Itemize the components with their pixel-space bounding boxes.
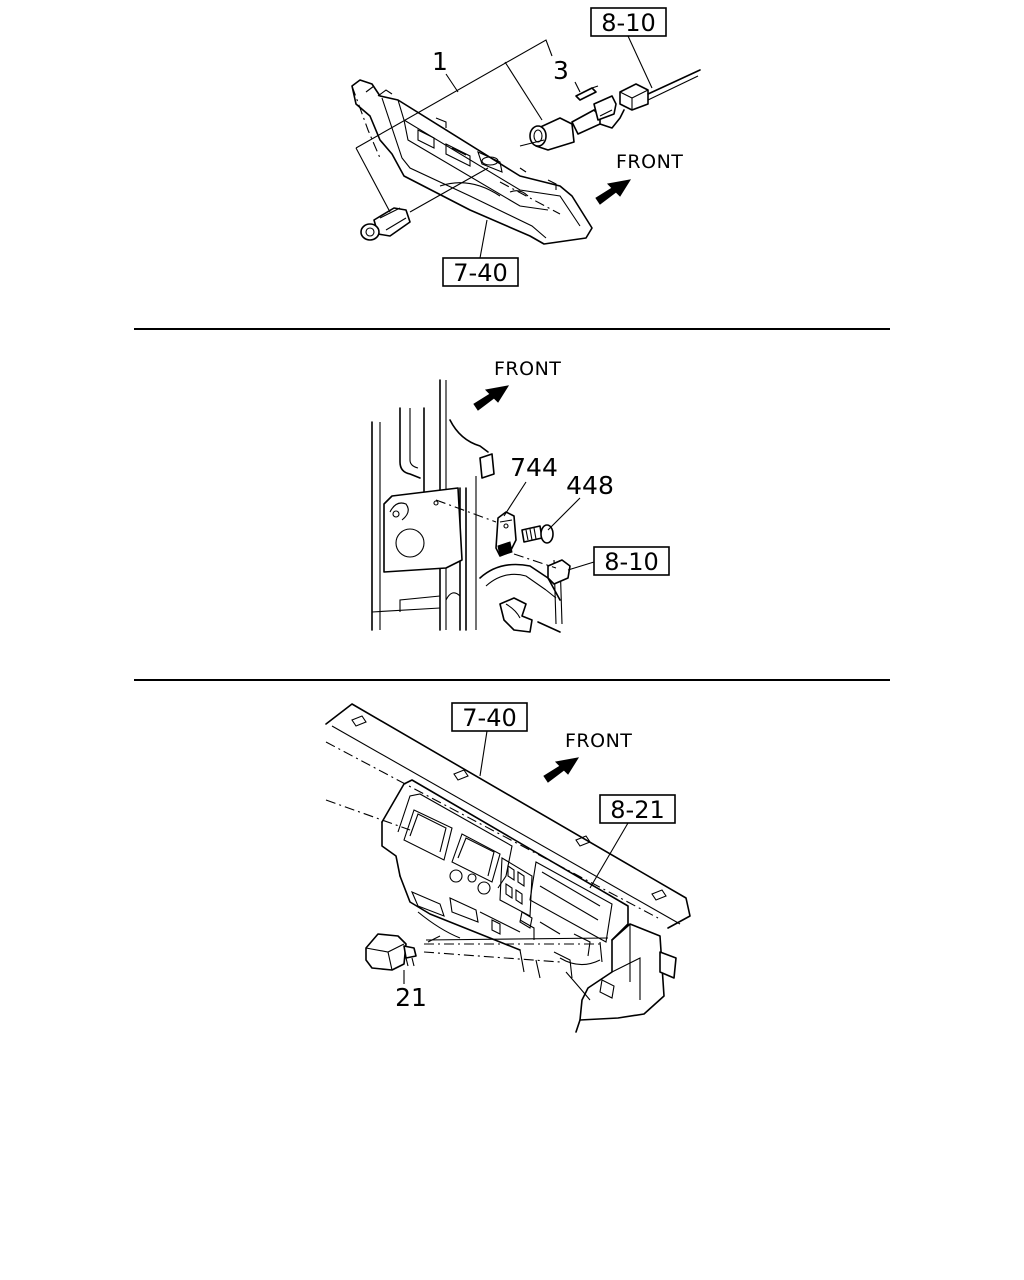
callout-number: 21: [395, 983, 427, 1012]
cigar-lighter-knob-drawing: [360, 207, 411, 241]
reference-label: 8-10: [604, 548, 658, 576]
reference-box: 8-10: [590, 7, 667, 37]
reference-label: 7-40: [453, 259, 507, 287]
instrument-panel-drawing: [325, 703, 691, 1033]
reference-label: 7-40: [462, 704, 516, 732]
leader-line: [479, 730, 488, 777]
door-pillar-drawing: [371, 379, 571, 633]
front-label: FRONT: [565, 730, 632, 752]
front-arrow-icon: [595, 179, 632, 205]
reference-box: 7-40: [451, 702, 528, 732]
front-label: FRONT: [494, 358, 561, 380]
reference-box: 7-40: [442, 257, 519, 287]
switch-drawing: [365, 933, 417, 971]
callout-number: 744: [510, 453, 558, 482]
panel-top: 1 3 8-10 7-40 FRONT: [351, 7, 701, 287]
front-label: FRONT: [616, 151, 683, 173]
callout-number: 1: [432, 47, 448, 76]
reference-label: 8-10: [601, 9, 655, 37]
panel-bottom: 7-40 FRONT 8-21: [325, 702, 691, 1033]
top-leader-lines: [355, 35, 653, 259]
callout-number: 448: [566, 471, 614, 500]
reference-box: 8-10: [593, 546, 670, 576]
panel-middle: FRONT: [371, 358, 670, 633]
reference-label: 8-21: [610, 796, 664, 824]
reference-box: 8-21: [599, 794, 676, 824]
front-arrow-icon: [473, 385, 510, 411]
callout-number: 3: [553, 56, 569, 85]
front-arrow-icon: [543, 757, 580, 783]
middle-leader-lines: [503, 481, 595, 571]
leader-line: [589, 822, 629, 889]
